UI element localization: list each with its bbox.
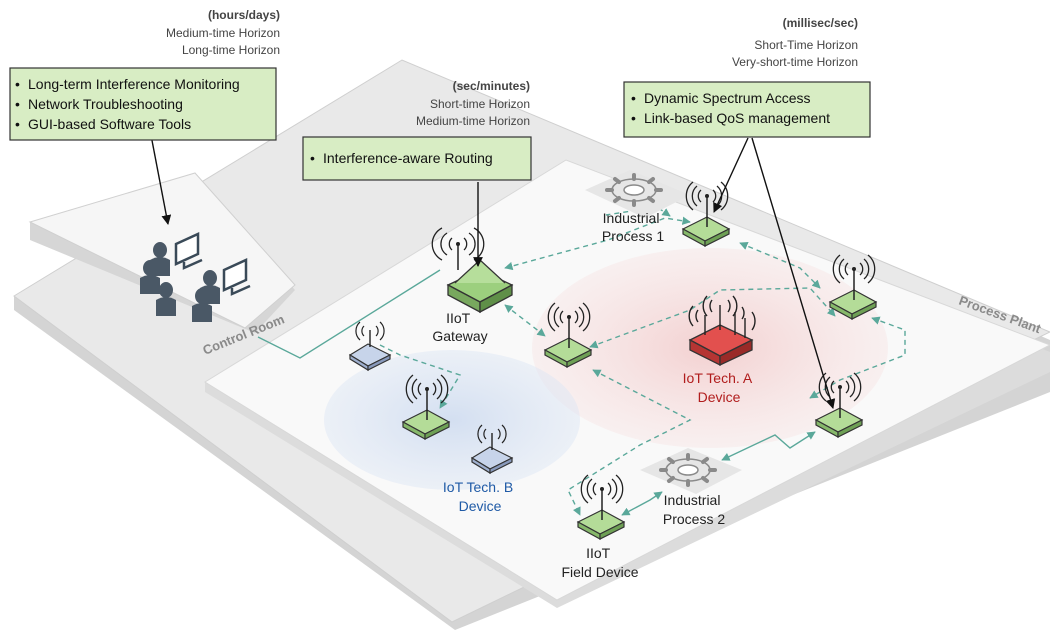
horizon-left-line1: Medium-time Horizon bbox=[166, 26, 280, 40]
horizon-right: (millisec/sec) Short-Time Horizon Very-s… bbox=[732, 16, 858, 69]
gateway-label-line2: Gateway bbox=[432, 328, 487, 344]
horizon-middle-line1: Short-time Horizon bbox=[430, 97, 530, 111]
tech-b-label-line2: Device bbox=[459, 498, 502, 514]
monitoring-item-3: GUI-based Software Tools bbox=[28, 116, 191, 132]
iiot-gateway bbox=[431, 227, 514, 314]
horizon-right-line1: Short-Time Horizon bbox=[754, 38, 858, 52]
monitoring-item-1: Long-term Interference Monitoring bbox=[28, 76, 240, 92]
monitoring-box: •Long-term Interference Monitoring •Netw… bbox=[9, 67, 277, 141]
industrial-process-2 bbox=[640, 448, 742, 494]
monitoring-item-2: Network Troubleshooting bbox=[28, 96, 183, 112]
svg-text:•Interference-aware Routing: •Interference-aware Routing bbox=[310, 150, 493, 166]
network-links bbox=[257, 206, 906, 516]
tech-b-label-line1: IoT Tech. B bbox=[443, 479, 513, 495]
spectrum-box: •Dynamic Spectrum Access •Link-based QoS… bbox=[623, 81, 871, 138]
process1-label-line2: Process 1 bbox=[602, 228, 664, 244]
field-device-label-line1: IIoT bbox=[586, 545, 611, 561]
horizon-middle-unit: (sec/minutes) bbox=[453, 79, 530, 93]
tech-b-interference-area bbox=[324, 350, 580, 490]
iot-tech-b-device-2 bbox=[470, 424, 514, 475]
tech-a-label-line2: Device bbox=[698, 389, 741, 405]
svg-text:•Dynamic Spectrum Access: •Dynamic Spectrum Access •Link-based QoS… bbox=[631, 90, 830, 126]
process2-label-line2: Process 2 bbox=[663, 511, 725, 527]
svg-text:Industrial Process 2: Industrial Process 2 bbox=[663, 492, 725, 527]
svg-text:IoT Tech. A Device: IoT Tech. A Device bbox=[683, 370, 756, 405]
industrial-process-1 bbox=[585, 170, 690, 218]
spectrum-item-2: Link-based QoS management bbox=[644, 110, 830, 126]
tech-a-label-line1: IoT Tech. A bbox=[683, 370, 753, 386]
spectrum-item-1: Dynamic Spectrum Access bbox=[644, 90, 811, 106]
iot-tech-a-device bbox=[688, 295, 756, 367]
routing-item-1: Interference-aware Routing bbox=[323, 150, 493, 166]
svg-text:•Long-term Interference Monito: •Long-term Interference Monitoring •Netw… bbox=[15, 76, 244, 132]
callout-arrows bbox=[149, 129, 836, 409]
horizon-right-line2: Very-short-time Horizon bbox=[732, 55, 858, 69]
svg-text:Industrial Process 1: Industrial Process 1 bbox=[602, 210, 664, 244]
gateway-label-line1: IIoT bbox=[446, 310, 471, 326]
routing-box: •Interference-aware Routing bbox=[302, 136, 532, 181]
svg-text:IIoT Field Device: IIoT Field Device bbox=[561, 545, 638, 580]
horizon-left-unit: (hours/days) bbox=[208, 8, 280, 22]
process2-label-line1: Industrial bbox=[664, 492, 721, 508]
svg-text:IoT Tech. B Device: IoT Tech. B Device bbox=[443, 479, 517, 514]
process1-label-line1: Industrial bbox=[603, 210, 660, 226]
field-device-label-line2: Field Device bbox=[561, 564, 638, 580]
horizon-left-line2: Long-time Horizon bbox=[182, 43, 280, 57]
svg-text:IIoT Gateway: IIoT Gateway bbox=[432, 310, 487, 344]
horizon-right-unit: (millisec/sec) bbox=[783, 16, 858, 30]
horizon-middle: (sec/minutes) Short-time Horizon Medium-… bbox=[416, 79, 530, 128]
horizon-middle-line2: Medium-time Horizon bbox=[416, 114, 530, 128]
horizon-left: (hours/days) Medium-time Horizon Long-ti… bbox=[166, 8, 280, 57]
iot-tech-b-device-1 bbox=[348, 321, 392, 372]
